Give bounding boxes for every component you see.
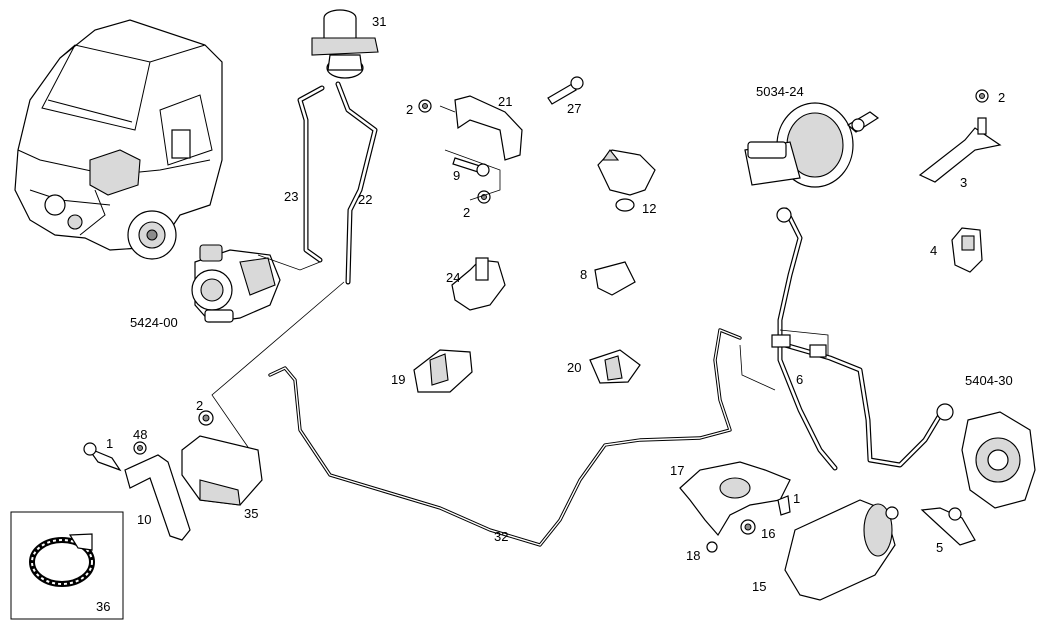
vacuum-hose-6 xyxy=(771,207,954,471)
callout-18: 18 xyxy=(686,548,700,563)
callout-24: 24 xyxy=(446,270,460,285)
callout-3: 3 xyxy=(960,175,967,190)
clips-illustration xyxy=(413,149,656,393)
callout-2-c: 2 xyxy=(998,90,1005,105)
callout-4: 4 xyxy=(930,243,937,258)
callout-15: 15 xyxy=(752,579,766,594)
callout-21: 21 xyxy=(498,94,512,109)
callout-9: 9 xyxy=(453,168,460,183)
turbocharger-illustration xyxy=(191,244,321,323)
callout-1-b: 1 xyxy=(793,491,800,506)
callout-23: 23 xyxy=(284,189,298,204)
callout-5404-30: 5404-30 xyxy=(965,373,1013,388)
callout-31: 31 xyxy=(372,14,386,29)
callout-8: 8 xyxy=(580,267,587,282)
vacuum-hoses xyxy=(211,81,378,451)
brake-pipe-32 xyxy=(268,328,776,547)
callout-2-a: 2 xyxy=(406,102,413,117)
bracket-10-illustration xyxy=(83,410,263,541)
hose-clamp-inset xyxy=(10,511,124,620)
callout-10: 10 xyxy=(137,512,151,527)
callout-36: 36 xyxy=(96,599,110,614)
callout-12: 12 xyxy=(642,201,656,216)
callout-16: 16 xyxy=(761,526,775,541)
callout-27: 27 xyxy=(567,101,581,116)
vehicle-illustration xyxy=(14,19,223,260)
callout-20: 20 xyxy=(567,360,581,375)
callout-32: 32 xyxy=(494,529,508,544)
callout-5: 5 xyxy=(936,540,943,555)
callout-2-b: 2 xyxy=(463,205,470,220)
bracket-3-illustration xyxy=(918,89,1002,273)
bracket-17-illustration xyxy=(679,461,791,553)
callout-2-d: 2 xyxy=(196,398,203,413)
callout-22: 22 xyxy=(358,192,372,207)
callout-17: 17 xyxy=(670,463,684,478)
callout-labels: 31 2 21 27 9 2 12 23 22 5034-24 2 3 4 24… xyxy=(96,14,1013,614)
callout-19: 19 xyxy=(391,372,405,387)
vacuum-reservoir-illustration xyxy=(784,499,899,601)
callout-35: 35 xyxy=(244,506,258,521)
callout-5034-24: 5034-24 xyxy=(756,84,804,99)
vacuum-pump-illustration xyxy=(920,411,1036,546)
bracket-21-illustration xyxy=(418,76,584,204)
vacuum-valve-illustration xyxy=(311,9,379,79)
callout-6: 6 xyxy=(796,372,803,387)
brake-booster-illustration xyxy=(744,102,880,188)
callout-1-a: 1 xyxy=(106,436,113,451)
callout-48: 48 xyxy=(133,427,147,442)
callout-5424-00: 5424-00 xyxy=(130,315,178,330)
